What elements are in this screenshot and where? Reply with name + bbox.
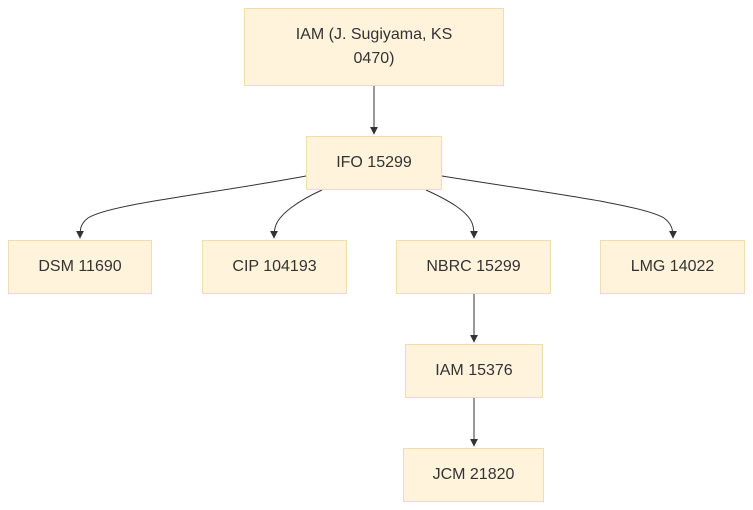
node-label: DSM 11690 — [38, 258, 122, 275]
node-label: NBRC 15299 — [426, 258, 521, 275]
node-label: JCM 21820 — [432, 466, 515, 483]
node-nbrc-15299: NBRC 15299 — [396, 240, 551, 294]
node-lmg-14022: LMG 14022 — [600, 240, 745, 294]
node-cip-104193: CIP 104193 — [202, 240, 347, 294]
edge-ifo-15299-to-dsm-11690 — [76, 175, 307, 239]
node-label: IAM (J. Sugiyama, KS 0470) — [295, 26, 453, 67]
node-dsm-11690: DSM 11690 — [8, 240, 152, 294]
node-iam-15376: IAM 15376 — [405, 344, 543, 398]
node-label: IFO 15299 — [336, 154, 412, 171]
node-label: CIP 104193 — [232, 258, 317, 275]
node-iam-sugiyama: IAM (J. Sugiyama, KS 0470) — [244, 8, 504, 86]
edge-ifo-15299-to-cip-104193 — [270, 189, 323, 239]
edge-ifo-15299-to-nbrc-15299 — [425, 189, 478, 239]
node-label: IAM 15376 — [435, 362, 513, 379]
node-ifo-15299: IFO 15299 — [306, 136, 442, 190]
node-label: LMG 14022 — [630, 258, 715, 275]
edge-ifo-15299-to-lmg-14022 — [441, 175, 677, 239]
node-jcm-21820: JCM 21820 — [403, 448, 544, 502]
